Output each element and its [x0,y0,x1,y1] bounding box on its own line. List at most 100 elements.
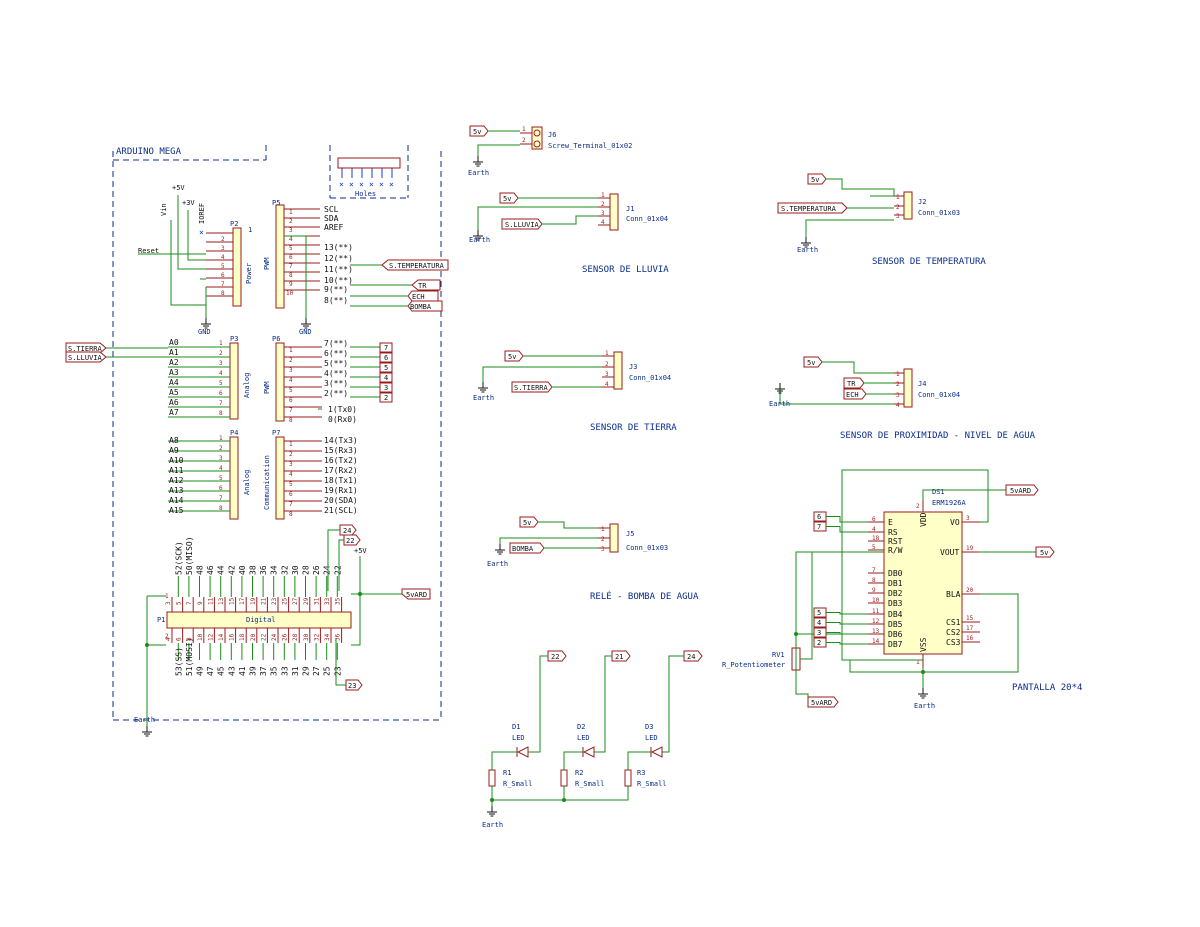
svg-text:3: 3 [221,245,225,252]
svg-text:8(**): 8(**) [324,296,348,305]
svg-text:R_Potentiometer: R_Potentiometer [722,661,785,669]
lcd-pin-num: 14 [872,638,880,645]
svg-text:DS1: DS1 [932,488,945,496]
p1-pin-name: 31 [291,666,300,676]
svg-text:BOMBA: BOMBA [512,545,534,553]
svg-text:2: 2 [289,451,293,458]
svg-text:CS3: CS3 [946,638,961,647]
p1-pin-num: 17 [239,597,246,605]
svg-text:5: 5 [219,380,223,387]
p1-pin-name: 48 [196,565,205,575]
net-tag-23: 23 [345,679,363,691]
svg-text:22: 22 [551,653,559,661]
svg-text:TR: TR [847,380,856,388]
svg-text:Earth: Earth [468,169,489,177]
svg-text:3: 3 [219,360,223,367]
p1-pin-num: 35 [335,597,342,605]
p1-pin-name: 50(MISO) [185,536,194,575]
svg-text:GND: GND [299,328,312,336]
lcd-pin-name: DB6 [888,630,903,639]
svg-text:S.TIERRA: S.TIERRA [514,384,549,392]
svg-text:R1: R1 [503,769,511,777]
lcd-wire [826,632,868,635]
svg-text:4: 4 [289,471,293,478]
svg-text:J1: J1 [626,205,634,213]
svg-text:A9: A9 [169,446,179,455]
svg-text:Earth: Earth [487,560,508,568]
svg-text:13(**): 13(**) [324,243,353,252]
svg-text:3: 3 [966,515,970,522]
p1-pin-name: 25 [323,666,332,676]
net-label-tr: TR [411,279,441,291]
svg-text:J3: J3 [629,363,637,371]
svg-text:A4: A4 [169,378,179,387]
svg-text:10: 10 [286,290,294,297]
arduino-mega-block: ARDUINO MEGA ××× ××× Holes P2 1 Power [65,145,449,737]
p1-pin-num: 3 [165,601,172,605]
svg-text:1: 1 [896,194,900,201]
j6-screw-terminal: 5v Earth 12 J6 Screw_Terminal_01x02 [468,125,632,177]
svg-text:Analog: Analog [243,373,251,398]
svg-text:BOMBA: BOMBA [410,303,432,311]
svg-text:Communication: Communication [263,455,271,510]
svg-text:5v: 5v [807,359,815,367]
p1-pin-name: 40 [238,565,247,575]
svg-text:CS1: CS1 [946,618,961,627]
holes-box: ××× ××× Holes [329,145,409,199]
p1-pin-num: 10 [197,633,204,641]
p1-pin-num: 36 [335,633,342,641]
net-tag-24: 24 [339,524,357,536]
p1-pin-num: 24 [271,633,278,641]
svg-text:17(Rx2): 17(Rx2) [324,466,358,475]
svg-text:8: 8 [289,272,293,279]
p1-pin-num: 34 [324,633,331,641]
svg-text:D3: D3 [645,723,653,731]
svg-text:A1: A1 [169,348,179,357]
p1-pin-name: 51(MOSI) [185,637,194,676]
p1-pin-name: 32 [280,565,289,575]
svg-text:5v: 5v [523,519,531,527]
p1-pin-num: 29 [303,597,310,605]
p1-pin-name: 38 [249,565,258,575]
svg-text:2: 2 [219,445,223,452]
lcd-net-tag-label: 4 [817,619,821,627]
svg-text:2(**): 2(**) [324,389,348,398]
lcd-net-tag-label: 2 [817,639,821,647]
net-label-bomba: BOMBA [407,300,443,312]
svg-text:Vin: Vin [160,203,168,216]
svg-text:3: 3 [384,384,388,392]
svg-text:CS2: CS2 [946,628,961,637]
svg-text:P1: P1 [157,616,165,624]
svg-text:3: 3 [289,227,293,234]
lcd-pin-name: DB7 [888,640,903,649]
svg-text:21: 21 [615,653,623,661]
svg-text:3: 3 [289,461,293,468]
lcd-pin-name: R/W [888,546,903,555]
svg-text:18(Tx1): 18(Tx1) [324,476,358,485]
svg-text:9: 9 [289,281,293,288]
svg-text:5vARD: 5vARD [811,699,832,707]
svg-text:1: 1 [522,126,526,133]
svg-text:5v: 5v [503,195,511,203]
net-label-5vard: 5vARD [401,588,431,600]
lcd-wire [826,642,868,645]
svg-text:S.TEMPERATURA: S.TEMPERATURA [781,205,837,213]
lcd-pin-name: DB3 [888,599,903,608]
lcd-pin-num: 18 [872,535,880,542]
svg-text:J2: J2 [918,198,926,206]
svg-text:3: 3 [896,392,900,399]
svg-text:ECH: ECH [846,391,859,399]
svg-text:A15: A15 [169,506,184,515]
p1-pin-name: 37 [259,666,268,676]
svg-text:+5V: +5V [172,184,185,192]
svg-text:Power: Power [245,263,253,284]
p1-pin-num: 9 [197,601,204,605]
svg-text:3(**): 3(**) [324,379,348,388]
lcd-net-tag-label: 5 [817,609,821,617]
svg-text:P7: P7 [272,429,280,437]
p1-pin-num: 15 [229,597,236,605]
svg-text:7: 7 [289,501,293,508]
p1-pin-num: 22 [260,633,267,641]
